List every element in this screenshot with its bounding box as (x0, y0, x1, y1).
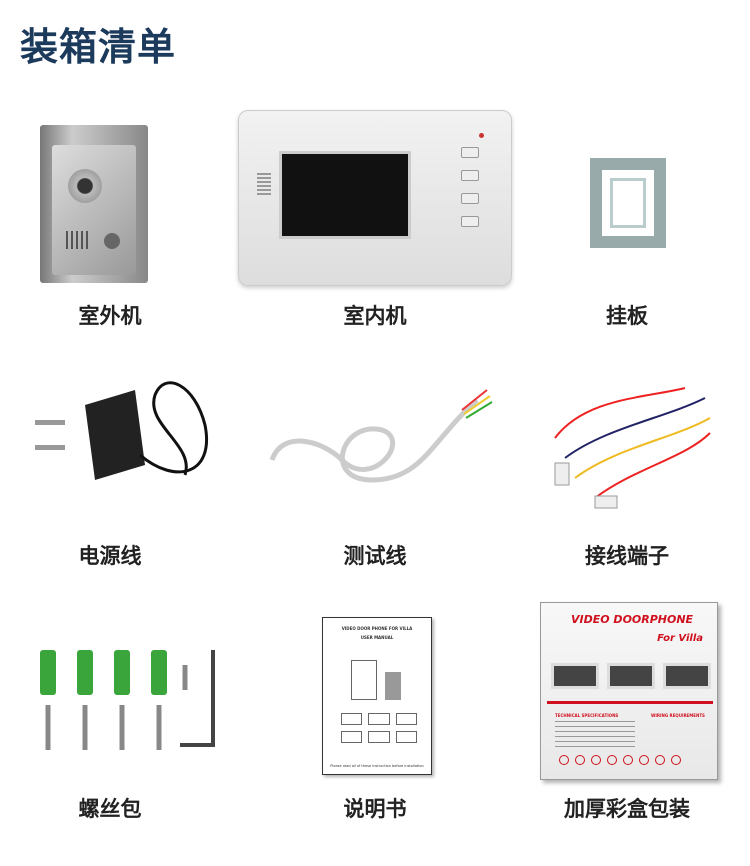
call-button-icon (104, 233, 120, 249)
label-user-manual: 说明书 (343, 797, 407, 821)
mounting-bracket-image (590, 158, 666, 248)
label-power-cable: 电源线 (78, 544, 142, 568)
label-test-cable: 测试线 (343, 544, 407, 568)
label-outdoor-unit: 室外机 (78, 304, 142, 328)
color-box-image: VIDEO DOORPHONE For Villa TECHNICAL SPEC… (540, 602, 718, 780)
page-title: 装箱清单 (20, 25, 177, 69)
test-cable-image (269, 389, 493, 483)
manual-subtitle: USER MANUAL (360, 635, 394, 640)
label-color-box: 加厚彩盒包装 (564, 797, 690, 821)
wire-terminals-image (554, 387, 711, 509)
indoor-monitor-image (238, 110, 512, 286)
label-screw-pack: 螺丝包 (78, 797, 142, 821)
manual-footer: Please read all of these instruction bef… (330, 764, 424, 768)
screw-pack-image (40, 650, 215, 750)
label-wire-terminals: 接线端子 (585, 544, 669, 568)
monitor-screen (279, 151, 411, 239)
label-bracket: 挂板 (606, 304, 648, 328)
box-subtitle: For Villa (657, 633, 703, 644)
box-wiring-heading: WIRING REQUIREMENTS (651, 713, 705, 718)
label-indoor-monitor: 室内机 (343, 304, 407, 328)
power-adapter-image (35, 381, 208, 480)
camera-lens-icon (68, 169, 102, 203)
box-spec-heading: TECHNICAL SPECIFICATIONS (555, 713, 619, 718)
user-manual-image: VIDEO DOOR PHONE FOR VILLA USER MANUAL P… (322, 617, 432, 775)
box-title: VIDEO DOORPHONE (571, 613, 694, 626)
manual-title: VIDEO DOOR PHONE FOR VILLA (341, 626, 413, 631)
outdoor-unit-image (40, 125, 148, 283)
